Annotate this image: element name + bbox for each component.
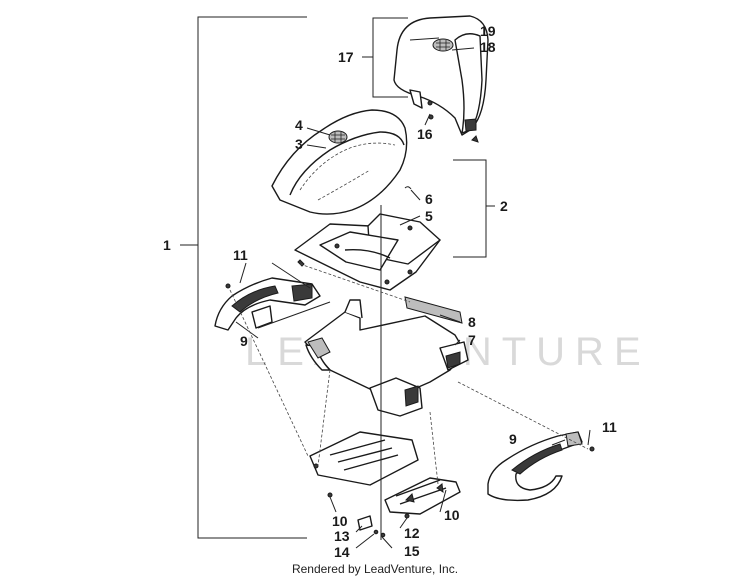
seat-emblem-4: [328, 130, 348, 144]
callout-16: 16: [417, 126, 433, 142]
callout-18: 18: [480, 39, 496, 55]
bracket-assembly-1: [180, 16, 307, 539]
seat-part: [271, 109, 412, 215]
leader-lines: [229, 37, 591, 549]
callout-7: 7: [468, 332, 476, 348]
callout-3: 3: [295, 136, 303, 152]
callout-2: 2: [500, 198, 508, 214]
left-handle-part: [214, 277, 321, 331]
callout-labels: 1 2 3 4 5 6 7 8 9 9 10 10 11 11 12 13 14…: [163, 23, 617, 560]
backrest-emblem-19: [432, 38, 454, 52]
seat-base-part: [294, 213, 441, 291]
callout-11-right: 11: [602, 419, 617, 435]
callout-15: 15: [404, 543, 420, 559]
callout-11-left: 11: [233, 247, 248, 263]
callout-10-right: 10: [444, 507, 460, 523]
callout-6: 6: [425, 191, 433, 207]
callout-14: 14: [334, 544, 350, 560]
callout-9-left: 9: [240, 333, 248, 349]
callout-5: 5: [425, 208, 433, 224]
callout-19: 19: [480, 23, 496, 39]
callout-13: 13: [334, 528, 350, 544]
right-handle-part: [487, 431, 583, 502]
bracket-right-part: [384, 477, 461, 519]
footer-credit: Rendered by LeadVenture, Inc.: [291, 562, 459, 576]
bracket-left-part: [309, 431, 419, 498]
decal-part: [404, 296, 463, 324]
callout-8: 8: [468, 314, 476, 330]
bracket-backrest-17: [362, 17, 408, 98]
callout-17: 17: [338, 49, 354, 65]
callout-9-right: 9: [509, 431, 517, 447]
bracket-seat-2: [453, 159, 495, 258]
callout-10-left: 10: [332, 513, 348, 529]
callout-1: 1: [163, 237, 171, 253]
frame-part: [304, 299, 469, 417]
callout-4: 4: [295, 117, 303, 133]
backrest-part: [393, 15, 489, 143]
callout-12: 12: [404, 525, 420, 541]
